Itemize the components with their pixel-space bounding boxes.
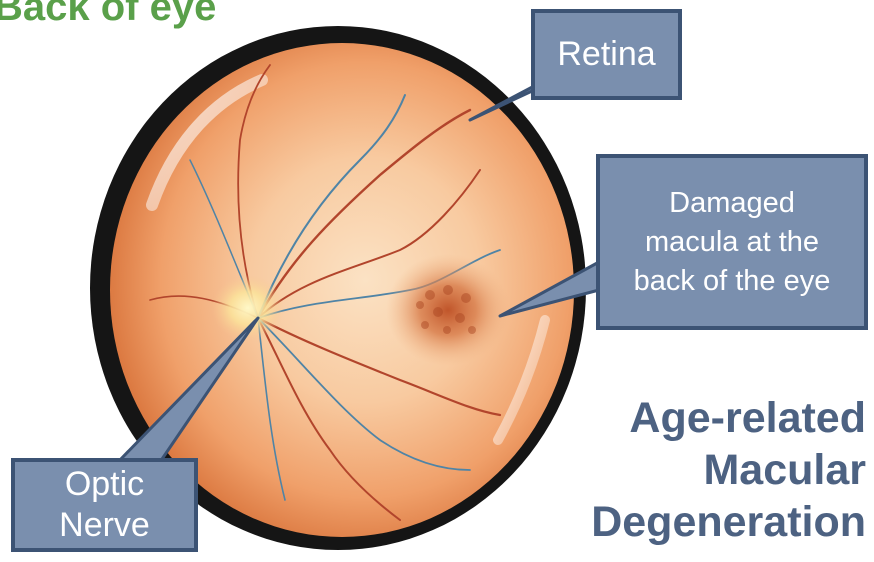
macula-callout: Damaged macula at the back of the eye xyxy=(596,154,868,330)
macula-label-line-2: macula at the xyxy=(600,223,864,262)
macula-label-line-1: Damaged xyxy=(600,184,864,223)
title-line-2: Macular xyxy=(566,444,866,496)
retina-label: Retina xyxy=(535,35,678,74)
page-heading: Back of eye xyxy=(0,0,216,31)
title-line-1: Age-related xyxy=(566,392,866,444)
title-line-3: Degeneration xyxy=(566,496,866,548)
macula-label-line-3: back of the eye xyxy=(600,262,864,301)
optic-nerve-callout: Optic Nerve xyxy=(11,458,198,552)
retina-callout: Retina xyxy=(531,9,682,100)
optic-label-line-2: Nerve xyxy=(15,505,194,546)
damaged-macula-spot xyxy=(386,254,510,366)
optic-label-line-1: Optic xyxy=(15,464,194,505)
condition-title: Age-related Macular Degeneration xyxy=(566,392,866,548)
